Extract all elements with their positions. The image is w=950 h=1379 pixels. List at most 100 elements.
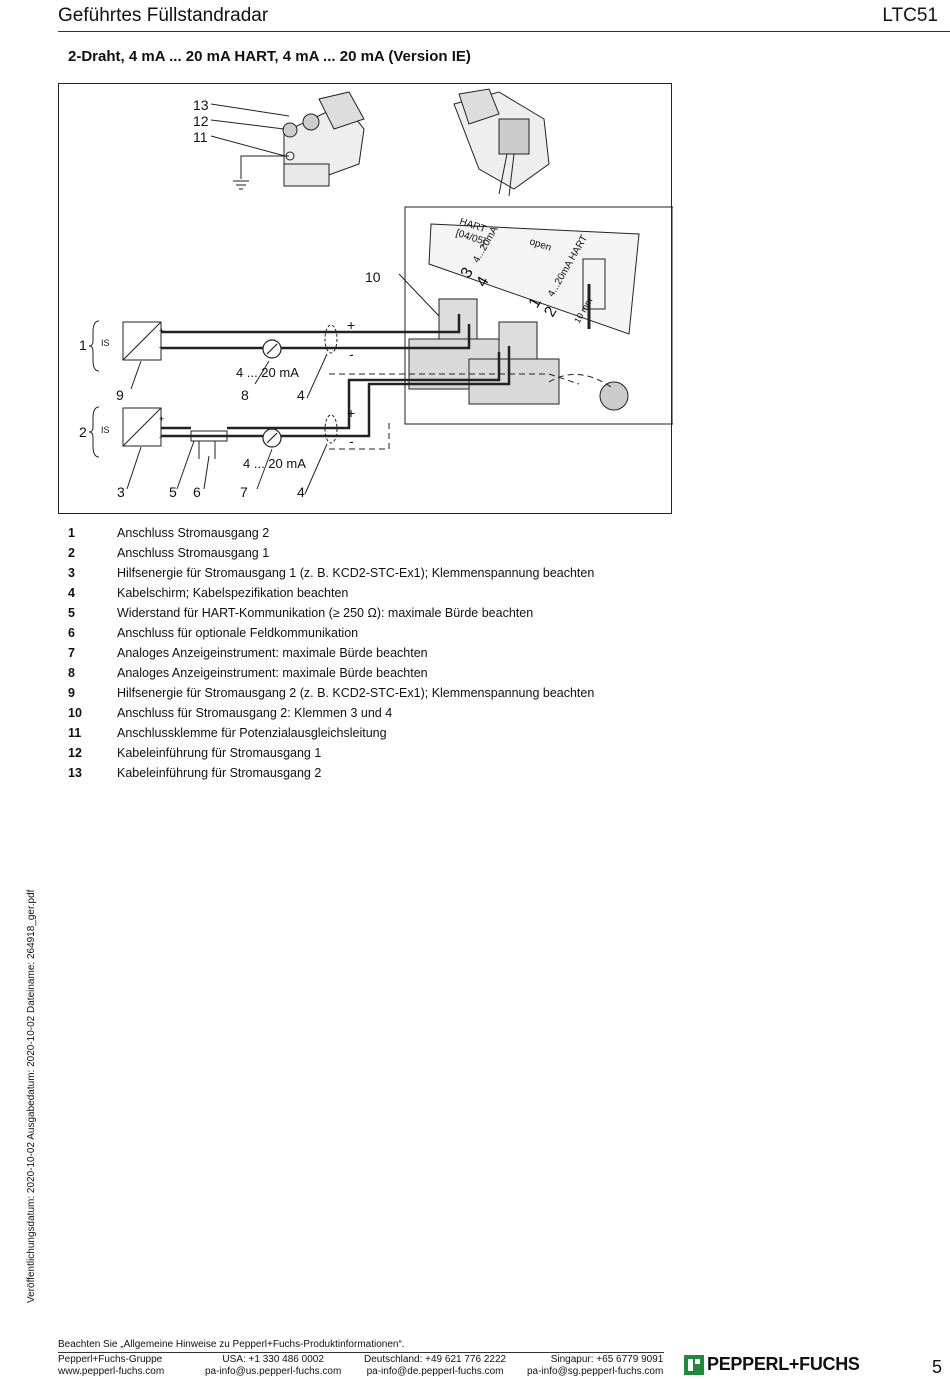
- ground-icon: [233, 180, 249, 190]
- callout-11-leader: [210, 135, 286, 157]
- legend-number: 5: [68, 606, 75, 620]
- callout-12: 12: [193, 113, 209, 129]
- brace-lower: [88, 406, 100, 458]
- footer-usa-email-link[interactable]: pa-info@us.pepperl-fuchs.com: [205, 1366, 342, 1377]
- callout-13-leader: [210, 103, 290, 117]
- footer-de-email-link[interactable]: pa-info@de.pepperl-fuchs.com: [366, 1366, 504, 1377]
- page-number: 5: [931, 1357, 942, 1377]
- terminal-block-right: [498, 321, 538, 363]
- callout-6: 6: [193, 484, 201, 500]
- plus-upper: +: [347, 317, 355, 333]
- legend-number: 10: [68, 706, 82, 720]
- legend-number: 12: [68, 746, 82, 760]
- footer-sg-email-link[interactable]: pa-info@sg.pepperl-fuchs.com: [527, 1366, 664, 1377]
- shield-marker-upper: [324, 324, 338, 354]
- legend-text: Widerstand für HART-Kommunikation (≥ 250…: [117, 606, 534, 620]
- footer-rule: [58, 1352, 664, 1353]
- legend-number: 13: [68, 766, 82, 780]
- ground-wire: [240, 155, 289, 179]
- callout-9-leader: [130, 360, 142, 390]
- callout-11: 11: [193, 129, 208, 145]
- legend-text: Hilfsenergie für Stromausgang 2 (z. B. K…: [117, 686, 595, 700]
- footer-col-group: Pepperl+Fuchs-Gruppe www.pepperl-fuchs.c…: [58, 1354, 164, 1378]
- footer-usa-phone: USA: +1 330 486 0002: [222, 1354, 324, 1365]
- legend-text: Kabelschirm; Kabelspezifikation beachten: [117, 586, 349, 600]
- legend-text: Anschluss für optionale Feldkommunikatio…: [117, 626, 359, 640]
- callout-3: 3: [117, 484, 125, 500]
- wire-upper-plus: [161, 314, 461, 334]
- grounding-screw-icon: [599, 381, 629, 411]
- footer-sg-phone: Singapur: +65 6779 9091: [550, 1354, 664, 1365]
- legend-text: Anschluss Stromausgang 2: [117, 526, 270, 540]
- legend-text: Anschluss Stromausgang 1: [117, 546, 270, 560]
- shield-lower: [329, 419, 390, 450]
- callout-1: 1: [79, 337, 87, 353]
- wire-lower-plus: [161, 346, 511, 438]
- callout-4b-leader: [304, 443, 328, 495]
- legend-number: 11: [68, 726, 82, 740]
- footer-col-usa: USA: +1 330 486 0002 pa-info@us.pepperl-…: [205, 1354, 341, 1378]
- is-mark-lower: IS: [101, 425, 110, 435]
- current-label-lower: 4 ... 20 mA: [243, 456, 306, 471]
- pf-logo-icon: [684, 1354, 704, 1375]
- legend-number: 1: [68, 526, 75, 540]
- header-rule: [58, 31, 950, 32]
- field-comm-connection: [198, 441, 216, 459]
- callout-4a: 4: [297, 387, 305, 403]
- footer-company: Pepperl+Fuchs-Gruppe: [58, 1354, 163, 1365]
- terminal-label-plate: [428, 223, 640, 335]
- legend-number: 6: [68, 626, 75, 640]
- legend-text: Anschluss für Stromausgang 2: Klemmen 3 …: [117, 706, 393, 720]
- callout-5: 5: [169, 484, 177, 500]
- plus-lower: +: [347, 405, 355, 421]
- callout-8-leader: [254, 360, 270, 385]
- wiring-diagram: 13 12 11 10 1 9 8 4 2 3 5 6 7 4 4 ... 20…: [58, 83, 673, 514]
- ps-lower-plus: +: [159, 414, 164, 424]
- footer-de-phone: Deutschland: +49 621 776 2222: [364, 1354, 507, 1365]
- brand-name: PEPPERL+FUCHS: [707, 1354, 860, 1374]
- callout-4b: 4: [297, 484, 305, 500]
- legend-number: 8: [68, 666, 75, 680]
- callout-5-leader: [176, 440, 195, 490]
- wiring-diagram-svg: 13 12 11 10 1 9 8 4 2 3 5 6 7 4 4 ... 20…: [79, 88, 673, 500]
- legend-number: 3: [68, 566, 75, 580]
- wire-lower-minus: [161, 352, 501, 430]
- is-mark-upper: IS: [101, 338, 110, 348]
- section-subtitle: 2-Draht, 4 mA ... 20 mA HART, 4 mA ... 2…: [68, 48, 471, 65]
- brace-upper: [88, 320, 100, 372]
- housing-left-drawing: [282, 91, 365, 187]
- callout-12-leader: [210, 119, 285, 130]
- callout-13: 13: [193, 97, 209, 113]
- callout-7-leader: [256, 448, 273, 490]
- terminal-base-right: [468, 358, 560, 405]
- terminal-compartment: [404, 206, 673, 425]
- legend-text: Hilfsenergie für Stromausgang 1 (z. B. K…: [117, 566, 595, 580]
- brand-logo: PEPPERL+FUCHS: [684, 1354, 860, 1375]
- footer-website-link[interactable]: www.pepperl-fuchs.com: [58, 1366, 165, 1377]
- callout-2: 2: [79, 424, 87, 440]
- footer-col-de: Deutschland: +49 621 776 2222 pa-info@de…: [364, 1354, 506, 1378]
- legend-text: Analoges Anzeigeinstrument: maximale Bür…: [117, 666, 428, 680]
- callout-3-leader: [126, 446, 142, 490]
- callout-6-leader: [203, 455, 210, 490]
- current-label-upper: 4 ... 20 mA: [236, 365, 299, 380]
- legend-text: Kabeleinführung für Stromausgang 2: [117, 766, 322, 780]
- callout-9: 9: [116, 387, 124, 403]
- minus-lower: -: [349, 433, 354, 449]
- callout-10: 10: [365, 269, 381, 285]
- callout-4a-leader: [306, 353, 328, 399]
- ps-upper-plus: +: [159, 326, 164, 336]
- shield-upper: [329, 373, 580, 385]
- header-title: Geführtes Füllstandradar: [58, 5, 269, 26]
- legend-number: 2: [68, 546, 75, 560]
- callout-8: 8: [241, 387, 249, 403]
- legend-number: 4: [68, 586, 75, 600]
- legend-text: Anschlussklemme für Potenzialausgleichsl…: [117, 726, 387, 740]
- footer-col-sg: Singapur: +65 6779 9091 pa-info@sg.peppe…: [527, 1354, 663, 1378]
- shield-to-ground: [548, 373, 615, 390]
- ps-upper-minus: -: [159, 342, 162, 352]
- footer-note: Beachten Sie „Allgemeine Hinweise zu Pep…: [58, 1339, 405, 1350]
- header-product: LTC51: [882, 5, 938, 26]
- legend-number: 7: [68, 646, 75, 660]
- strip-length-gauge: [582, 258, 606, 310]
